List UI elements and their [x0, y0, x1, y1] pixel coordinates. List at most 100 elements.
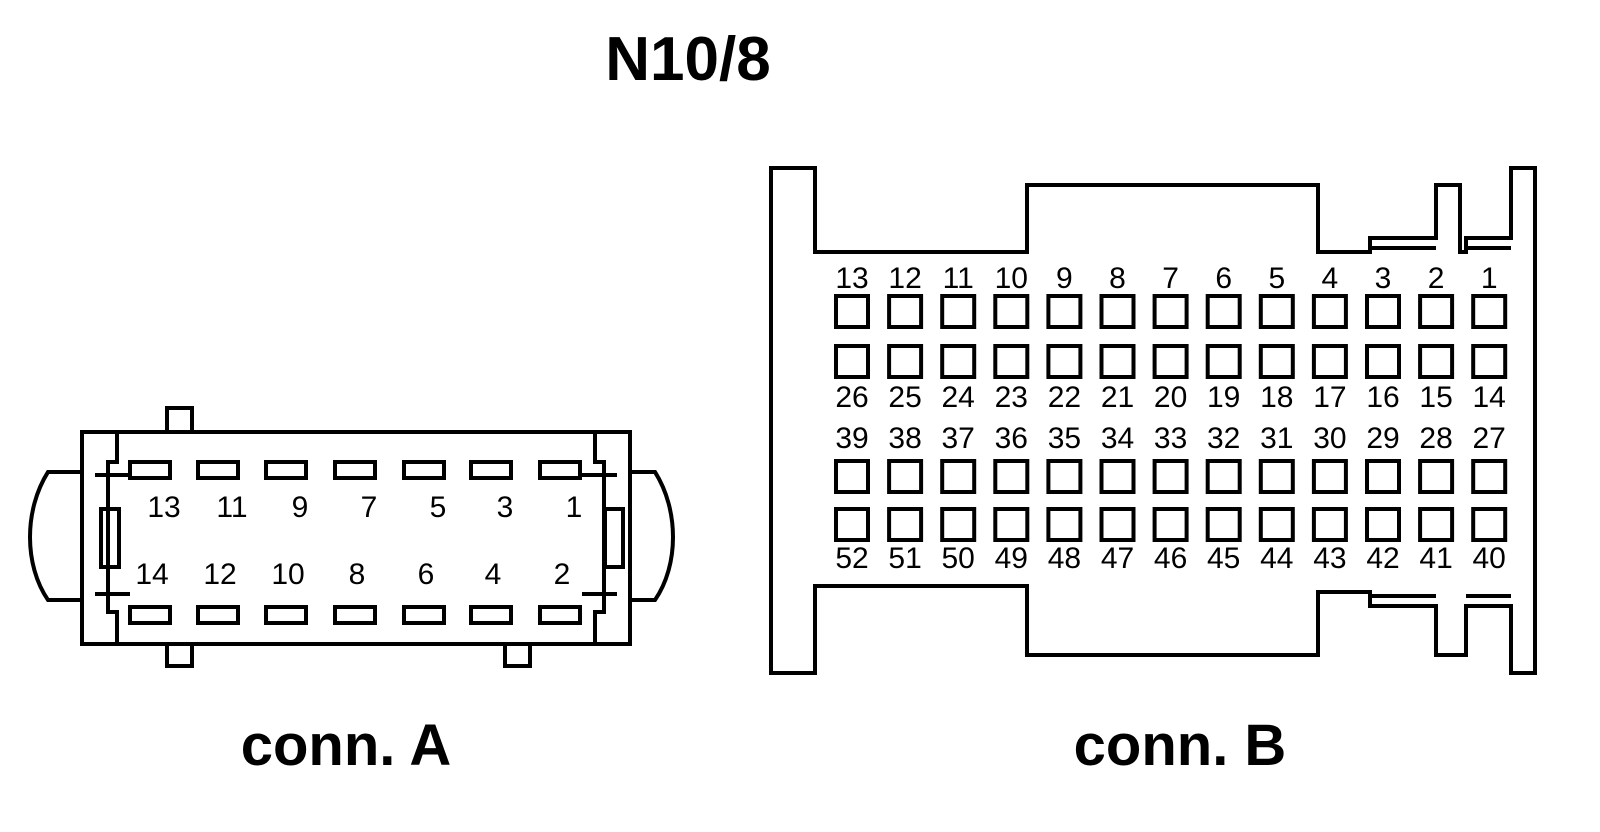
connector-b-pin-number-45: 45	[1207, 542, 1240, 575]
connector-b-pin-40	[1471, 507, 1508, 542]
connector-b-pin-12	[887, 294, 924, 329]
connector-b-pin-46	[1152, 507, 1189, 542]
connector-a-pin-2	[538, 605, 582, 625]
connector-b-pin-3	[1365, 294, 1401, 329]
connector-b-pin-number-24: 24	[942, 381, 975, 414]
connector-b-pin-41	[1418, 507, 1455, 542]
connector-b-pin-10	[993, 294, 1030, 329]
connector-b-pin-number-29: 29	[1366, 422, 1399, 455]
connector-a-left-latch	[28, 470, 101, 602]
connector-a-pin-10	[264, 605, 308, 625]
connector-a-pin-number-6: 6	[418, 558, 435, 591]
connector-b-pin-number-7: 7	[1162, 262, 1179, 295]
connector-b-pin-number-48: 48	[1048, 542, 1081, 575]
connector-a-right-bar	[603, 507, 625, 569]
connector-b-pin-number-40: 40	[1473, 542, 1506, 575]
connector-a-pin-number-2: 2	[554, 558, 571, 591]
connector-b-pin-number-30: 30	[1313, 422, 1346, 455]
connector-b-pin-number-4: 4	[1322, 262, 1339, 295]
connector-b-pin-number-22: 22	[1048, 381, 1081, 414]
connector-b-pin-49	[993, 507, 1030, 542]
connector-b-pin-number-23: 23	[995, 381, 1028, 414]
connector-b-pin-number-34: 34	[1101, 422, 1134, 455]
connector-a-left-wall	[106, 432, 119, 644]
connector-a-pin-number-1: 1	[566, 491, 583, 524]
connector-a-left-bar	[99, 507, 121, 569]
connector-b-pin-number-13: 13	[835, 262, 868, 295]
connector-b-pin-number-28: 28	[1419, 422, 1452, 455]
connector-b-pin-5	[1258, 294, 1295, 329]
connector-b-pin-9	[1046, 294, 1083, 329]
connector-b-pin-17	[1311, 344, 1348, 379]
connector-b-pin-number-12: 12	[888, 262, 921, 295]
diagram-title: N10/8	[605, 25, 770, 94]
connector-a-bottom-key-right	[503, 642, 532, 668]
connector-a-pin-number-12: 12	[203, 558, 236, 591]
connector-b-pin-43	[1311, 507, 1348, 542]
connector-b-pin-number-1: 1	[1481, 262, 1498, 295]
connector-b-pin-number-9: 9	[1056, 262, 1073, 295]
connector-b-pin-number-27: 27	[1473, 422, 1506, 455]
connector-b-pin-number-8: 8	[1109, 262, 1126, 295]
connector-b-pin-7	[1152, 294, 1189, 329]
connector-a-right-latch	[601, 470, 675, 602]
connector-b-pin-15	[1418, 344, 1455, 379]
connector-b-pin-number-51: 51	[888, 542, 921, 575]
connector-b-pin-number-35: 35	[1048, 422, 1081, 455]
connector-a-pin-7	[333, 460, 377, 480]
connector-b-pin-number-33: 33	[1154, 422, 1187, 455]
connector-b-pin-26	[834, 344, 870, 379]
connector-a-top-key	[165, 406, 194, 434]
connector-a-pin-13	[128, 460, 172, 480]
connector-b-pin-number-20: 20	[1154, 381, 1187, 414]
connector-b-pin-51	[887, 507, 924, 542]
connector-b-pin-number-47: 47	[1101, 542, 1134, 575]
connector-b-pin-number-18: 18	[1260, 381, 1293, 414]
connector-b-pin-2	[1418, 294, 1455, 329]
connector-b-pin-45	[1205, 507, 1242, 542]
connector-b-pin-number-39: 39	[835, 422, 868, 455]
connector-b-pin-39	[834, 459, 870, 494]
connector-b-pin-number-50: 50	[942, 542, 975, 575]
connector-b-pin-number-14: 14	[1473, 381, 1506, 414]
connector-b-pin-13	[834, 294, 870, 329]
connector-b-pin-34	[1099, 459, 1136, 494]
connector-b-pin-42	[1365, 507, 1401, 542]
connector-a-pin-number-10: 10	[271, 558, 304, 591]
connector-b-pin-number-5: 5	[1268, 262, 1285, 295]
connector-b-pin-25	[887, 344, 924, 379]
connector-a-pin-number-9: 9	[292, 491, 309, 524]
connector-b-pin-number-38: 38	[888, 422, 921, 455]
connector-b-pin-number-19: 19	[1207, 381, 1240, 414]
connector-b-pin-number-6: 6	[1215, 262, 1232, 295]
connector-b-pin-32	[1205, 459, 1242, 494]
connector-b-pin-33	[1152, 459, 1189, 494]
connector-b-pin-21	[1099, 344, 1136, 379]
connector-b-pin-number-25: 25	[888, 381, 921, 414]
connector-b-pin-number-17: 17	[1313, 381, 1346, 414]
connector-b-pin-number-52: 52	[835, 542, 868, 575]
connector-b-pin-24	[940, 344, 977, 379]
connector-b-pin-52	[834, 507, 870, 542]
connector-b-pin-1	[1471, 294, 1508, 329]
connector-a-pin-number-13: 13	[147, 491, 180, 524]
connector-b-pin-number-2: 2	[1428, 262, 1445, 295]
connector-b-pin-number-3: 3	[1375, 262, 1392, 295]
connector-a	[28, 406, 675, 668]
connector-a-pin-11	[196, 460, 240, 480]
connector-b-pin-number-41: 41	[1419, 542, 1452, 575]
connector-a-pin-9	[264, 460, 308, 480]
connector-b-pin-31	[1258, 459, 1295, 494]
connector-b-pin-38	[887, 459, 924, 494]
connector-b-pin-number-42: 42	[1366, 542, 1399, 575]
connector-b-pin-4	[1311, 294, 1348, 329]
connector-b-pin-50	[940, 507, 977, 542]
connector-a-pin-6	[402, 605, 446, 625]
connector-b-pin-number-11: 11	[943, 262, 974, 295]
connector-b-pin-number-37: 37	[942, 422, 975, 455]
connector-b-pin-44	[1258, 507, 1295, 542]
connector-a-label: conn. A	[241, 713, 452, 778]
connector-a-pin-12	[196, 605, 240, 625]
connector-b-pin-number-36: 36	[995, 422, 1028, 455]
